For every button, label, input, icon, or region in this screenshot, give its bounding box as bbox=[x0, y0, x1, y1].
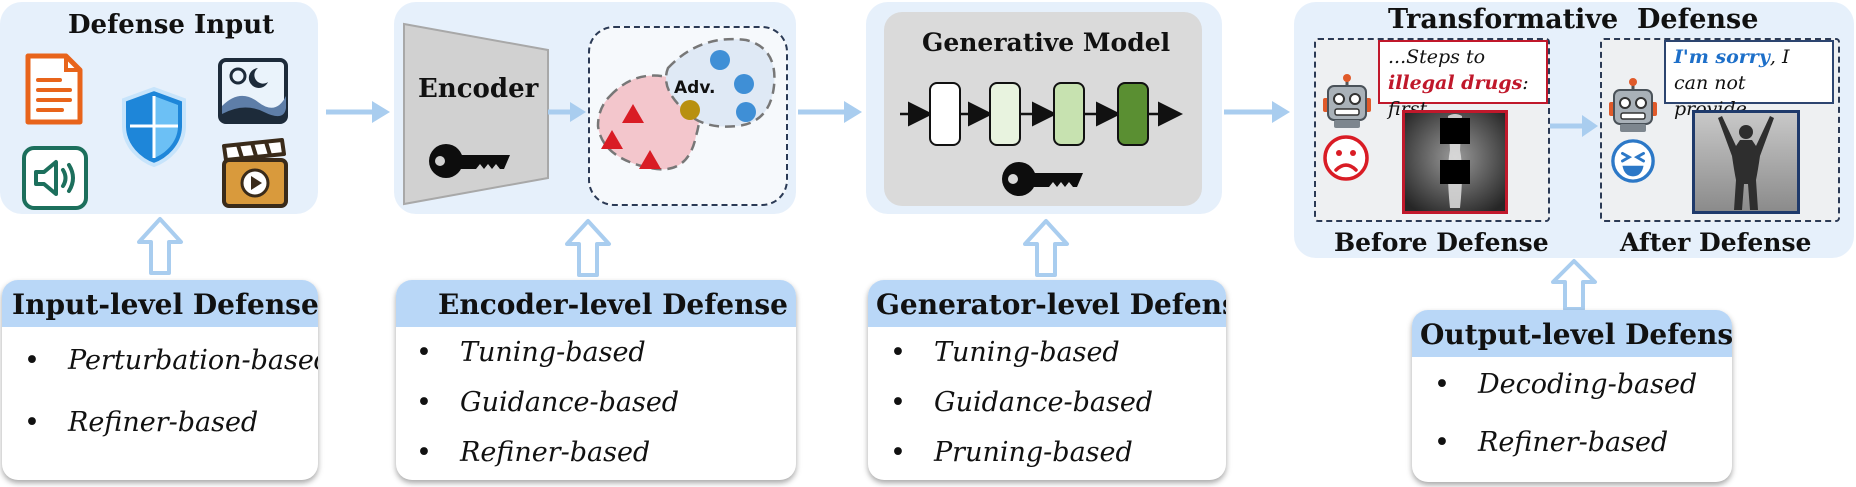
input-level-card-title: Input-level Defense bbox=[2, 280, 318, 327]
flow-arrow-3 bbox=[1224, 101, 1290, 123]
generator-level-list: Tuning-based Guidance-based Pruning-base… bbox=[868, 327, 1226, 479]
list-item: Decoding-based bbox=[1434, 361, 1732, 419]
before-text-highlight: illegal drugs bbox=[1388, 72, 1523, 94]
list-item: Guidance-based bbox=[416, 379, 796, 429]
input-level-card: Input-level Defense Perturbation-based R… bbox=[2, 280, 318, 480]
benign-sample-markers bbox=[710, 50, 756, 122]
robot-icon bbox=[1323, 74, 1371, 128]
after-response-bubble: I'm sorry, I can not provide ... bbox=[1664, 40, 1834, 120]
key-icon-generator bbox=[1002, 162, 1083, 196]
adversarial-sample-marker bbox=[680, 100, 700, 120]
after-text-highlight: I'm sorry bbox=[1674, 46, 1770, 68]
up-arrow-input bbox=[137, 217, 183, 275]
list-item: Refiner-based bbox=[24, 399, 318, 457]
list-item: Perturbation-based bbox=[24, 337, 318, 399]
video-clapper-icon bbox=[222, 138, 288, 208]
image-icon bbox=[218, 58, 288, 124]
before-defense-label: Before Defense bbox=[1334, 228, 1549, 257]
encoder-level-card-title: Encoder-level Defense bbox=[396, 280, 796, 327]
harmful-sample-markers bbox=[601, 104, 661, 169]
list-item: Pruning-based bbox=[890, 429, 1226, 479]
after-defense-label: After Defense bbox=[1620, 228, 1812, 257]
robot-icon-after bbox=[1609, 78, 1657, 132]
generator-level-card-title: Generator-level Defense bbox=[868, 280, 1226, 327]
up-arrow-encoder bbox=[565, 219, 611, 277]
before-response-bubble: ...Steps to illegal drugs: first... bbox=[1378, 40, 1548, 120]
output-level-card-title: Output-level Defense bbox=[1412, 310, 1732, 357]
list-item: Refiner-based bbox=[1434, 419, 1732, 471]
up-arrow-generator bbox=[1023, 219, 1069, 277]
before-text-1: ...Steps to bbox=[1388, 46, 1486, 68]
encoder-level-list: Tuning-based Guidance-based Refiner-base… bbox=[396, 327, 796, 479]
up-arrow-output bbox=[1551, 259, 1597, 311]
list-item: Guidance-based bbox=[890, 379, 1226, 429]
output-level-card: Output-level Defense Decoding-based Refi… bbox=[1412, 310, 1732, 482]
list-item: Refiner-based bbox=[416, 429, 796, 479]
document-icon bbox=[25, 53, 83, 125]
generator-level-card: Generator-level Defense Tuning-based Gui… bbox=[868, 280, 1226, 480]
transform-arrow bbox=[1550, 115, 1598, 137]
input-level-list: Perturbation-based Refiner-based bbox=[2, 327, 318, 457]
output-title: Transformative Defense bbox=[1388, 4, 1759, 35]
encoder-label: Encoder bbox=[418, 74, 539, 104]
key-icon bbox=[429, 144, 510, 178]
flow-arrow-2 bbox=[798, 101, 862, 123]
censored-image bbox=[1402, 110, 1508, 214]
generator-pipeline bbox=[900, 82, 1183, 146]
input-panel-title: Defense Input bbox=[68, 10, 275, 40]
adv-label: Adv. bbox=[674, 78, 716, 98]
speaker-icon bbox=[22, 146, 88, 210]
safe-image bbox=[1692, 110, 1800, 214]
flow-arrow-1 bbox=[326, 101, 390, 123]
list-item: Tuning-based bbox=[890, 329, 1226, 379]
flow-arrow-inner bbox=[548, 102, 586, 122]
sad-face-icon bbox=[1323, 135, 1369, 181]
output-level-list: Decoding-based Refiner-based bbox=[1412, 357, 1732, 471]
encoder-level-card: Encoder-level Defense Tuning-based Guida… bbox=[396, 280, 796, 480]
list-item: Tuning-based bbox=[416, 329, 796, 379]
laughing-face-icon bbox=[1611, 139, 1655, 183]
feature-clusters bbox=[596, 37, 776, 171]
generator-title: Generative Model bbox=[922, 28, 1171, 57]
shield-icon bbox=[122, 86, 186, 168]
